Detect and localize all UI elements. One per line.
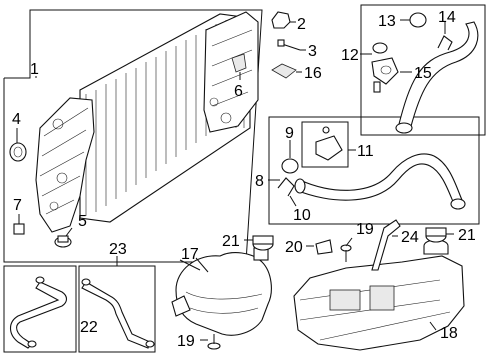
callout-leaders (35, 76, 201, 271)
callout-10: 10 (293, 207, 311, 224)
callout-21-left: 21 (222, 233, 240, 250)
callout-22: 22 (80, 319, 98, 336)
bracket-2 (271, 11, 296, 29)
bracket-6 (231, 53, 247, 80)
callout-14: 14 (438, 9, 456, 26)
frame-lower-hose-group (268, 116, 480, 225)
reservoir-cap-21-right (425, 227, 454, 243)
bolt-19-lower (200, 334, 221, 350)
frame-upper-hose-group (360, 4, 486, 136)
callout-20: 20 (285, 239, 303, 256)
clamp-15-assembly (371, 42, 412, 93)
clamp-10 (277, 177, 297, 207)
bracket-20 (306, 239, 333, 255)
coolant-reservoir-17 (171, 247, 272, 336)
lower-hose (294, 153, 466, 210)
bolt-3 (277, 39, 306, 51)
callout-24: 24 (401, 229, 419, 246)
callout-23: 23 (109, 241, 127, 258)
callout-4: 4 (12, 111, 21, 128)
frame-radiator (3, 9, 263, 263)
callout-5: 5 (78, 213, 87, 230)
clamp-13 (400, 12, 427, 28)
hose-22 (9, 276, 68, 349)
upper-hose (395, 21, 479, 134)
radiator-drain-cap (9, 128, 27, 162)
frame-clamp-detail (301, 121, 349, 168)
callout-15: 15 (414, 65, 432, 82)
hose-24 (371, 219, 401, 271)
clamp-11 (315, 126, 356, 161)
callout-19-upper: 19 (356, 221, 374, 238)
callout-17: 17 (181, 246, 199, 263)
callout-6: 6 (234, 83, 243, 100)
hose-23 (81, 278, 155, 349)
radiator-cap-5 (54, 227, 73, 248)
callout-8: 8 (255, 173, 264, 190)
reservoir-cap-21-left (244, 235, 274, 251)
degas-bottle-18 (293, 239, 465, 351)
callout-3: 3 (308, 43, 317, 60)
radiator-bolt-7 (13, 214, 25, 235)
callout-21-right: 21 (458, 227, 476, 244)
callout-19-lower: 19 (177, 333, 195, 350)
callout-9: 9 (285, 125, 294, 142)
bolt-19-upper (340, 237, 353, 262)
callout-1: 1 (30, 61, 39, 78)
callout-16: 16 (304, 65, 322, 82)
frame-hose-22 (3, 265, 77, 353)
callout-18: 18 (440, 325, 458, 342)
callout-7: 7 (13, 197, 22, 214)
clamp-9 (281, 140, 299, 174)
callout-11: 11 (357, 143, 374, 160)
radiator (35, 11, 259, 233)
callout-12: 12 (341, 47, 359, 64)
callout-2: 2 (297, 16, 306, 33)
callout-13: 13 (378, 13, 396, 30)
insulator-16 (271, 63, 302, 79)
clamp-14 (437, 22, 453, 51)
